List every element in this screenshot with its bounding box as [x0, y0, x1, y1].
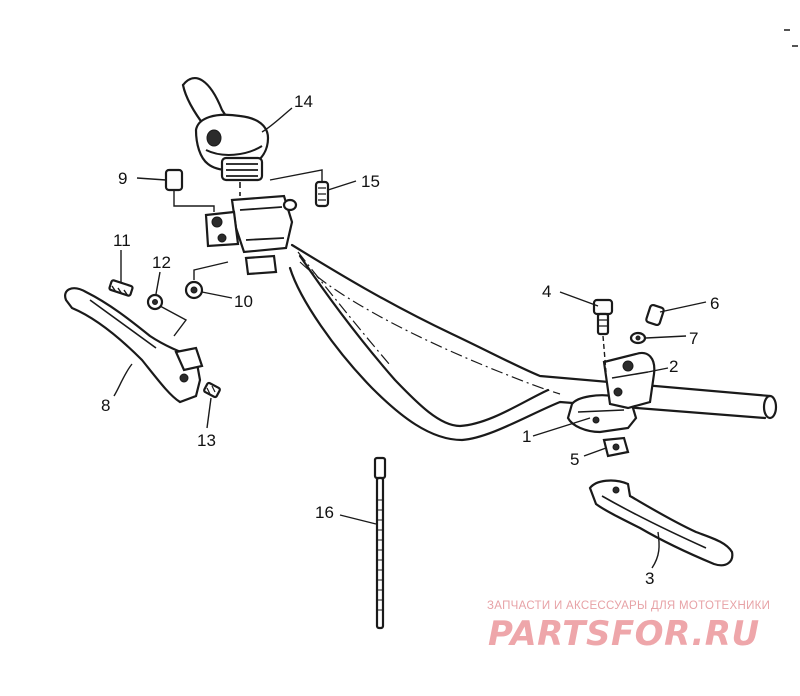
callout-7: 7	[689, 329, 699, 348]
callout-14: 14	[294, 92, 313, 111]
callout-1: 1	[522, 427, 532, 446]
assembly-centerlines	[297, 251, 561, 395]
left-fasteners	[108, 168, 330, 399]
watermark-tagline: ЗАПЧАСТИ И АКСЕССУАРЫ ДЛЯ МОТОТЕХНИКИ	[487, 600, 771, 612]
callout-2: 2	[669, 357, 679, 376]
right-lever-holder	[566, 298, 665, 458]
edge-marks	[784, 29, 798, 47]
callout-8: 8	[101, 396, 111, 415]
callout-15: 15	[361, 172, 380, 191]
left-lever	[64, 287, 204, 404]
callout-10: 10	[234, 292, 253, 311]
callout-5: 5	[570, 450, 580, 469]
callout-3: 3	[645, 569, 655, 588]
callout-12: 12	[152, 253, 171, 272]
right-lever	[588, 479, 734, 567]
cable-tie	[373, 456, 387, 630]
callout-13: 13	[197, 431, 216, 450]
callout-6: 6	[710, 294, 720, 313]
callout-9: 9	[118, 169, 128, 188]
callout-11: 11	[113, 231, 131, 250]
handlebar-tube	[181, 77, 778, 442]
callout-leaders	[113, 107, 707, 569]
callout-4: 4	[542, 282, 552, 301]
callout-16: 16	[315, 503, 334, 522]
handlebar-clamp	[204, 194, 298, 276]
watermark-logo: PARTSFOR.RU	[488, 614, 760, 654]
throttle-housing	[194, 113, 270, 196]
